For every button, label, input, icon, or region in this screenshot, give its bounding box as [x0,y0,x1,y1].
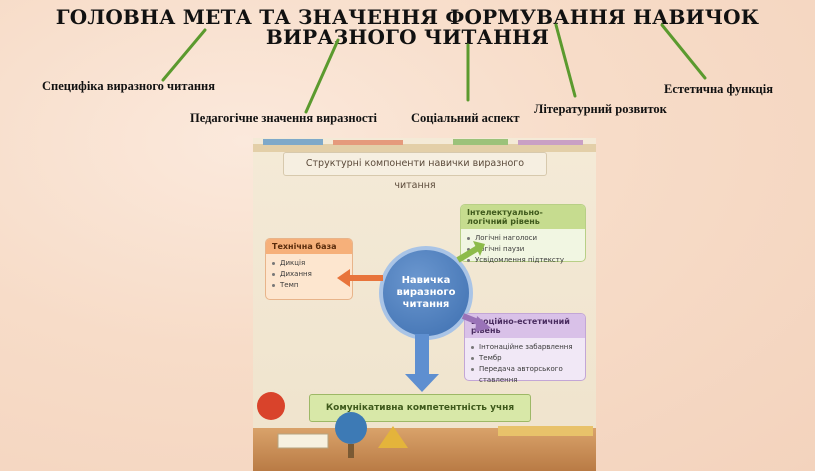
arrow-aesthetic [660,23,707,80]
center-line: читання [402,299,450,310]
technical-item: Дикція [272,258,352,269]
intellectual-item: Логічні паузи [467,244,585,255]
technical-base-box: Технічна база Дикція Дихання Темп [265,238,353,300]
arrow-specifics [161,28,207,82]
label-social: Соціальний аспект [411,111,520,125]
poster-arrows [337,241,491,392]
emotional-item: Інтонаційне забарвлення [471,342,585,353]
infographic-poster: Структурні компоненти навички виразного … [253,138,596,471]
label-specifics: Специфіка виразного читання [42,79,216,93]
technical-base-title: Технічна база [266,239,352,254]
slide-title-line1: ГОЛОВНА МЕТА ТА ЗНАЧЕННЯ ФОРМУВАННЯ НАВИ… [55,5,760,29]
technical-item: Дихання [272,269,352,280]
emotional-item: Тембр [471,353,585,364]
label-aesthetic: Естетична функція [664,82,773,96]
intellectual-item: Логічні наголоси [467,233,585,244]
center-line: Навичка [401,275,451,286]
center-line: виразного [396,287,456,298]
desk-objects-graphic [257,392,593,458]
emotional-item: Передача авторського ставлення [471,364,585,386]
arrow-pedagogical [304,38,340,114]
label-pedagogical: Педагогічне значення виразності [190,111,378,125]
books-shelf-graphic [253,139,596,152]
poster-banner: Структурні компоненти навички виразного … [283,152,547,191]
intellectual-item: Усвідомлення підтексту [467,255,585,266]
technical-item: Темп [272,280,352,291]
arrow-literary [554,23,577,98]
label-literary: Літературний розвиток [534,102,667,116]
intellectual-level-title: Інтелектуально-логічний рівень [461,205,585,229]
